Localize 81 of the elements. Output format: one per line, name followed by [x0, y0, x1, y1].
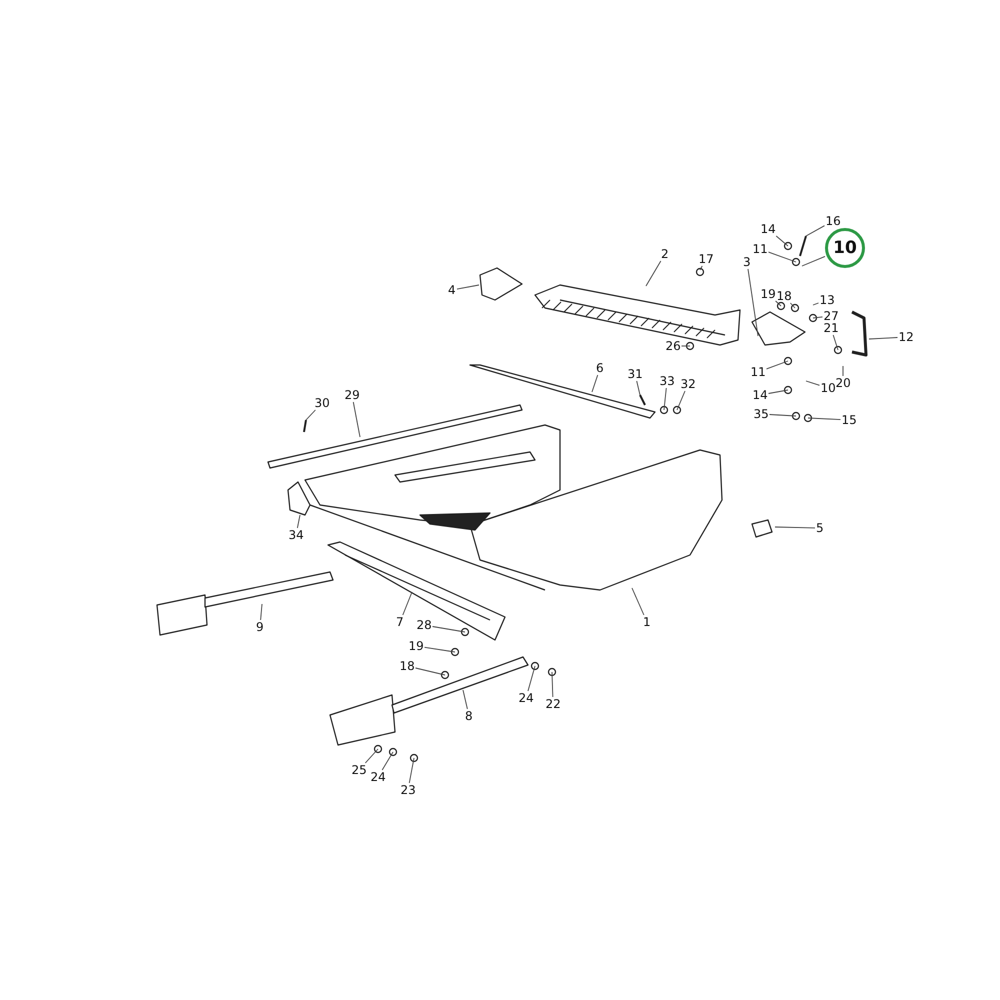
callout-number: 10 — [820, 381, 837, 395]
callout-number: 3 — [742, 255, 752, 269]
callout-number: 30 — [314, 396, 331, 410]
leader-line — [802, 256, 826, 266]
callout-number: 8 — [464, 709, 474, 723]
leader-line — [790, 302, 796, 308]
callout-number: 24 — [370, 770, 387, 784]
leader-line — [364, 748, 378, 764]
callout-number: 11 — [752, 242, 769, 256]
callout-number: 5 — [815, 521, 825, 535]
callout-number: 23 — [400, 783, 417, 797]
leader-line — [776, 236, 788, 246]
callout-number: 22 — [544, 697, 562, 711]
leader-line — [774, 526, 816, 528]
leader-line — [768, 390, 788, 394]
callout-number: 9 — [255, 620, 265, 634]
leader-line — [352, 402, 360, 438]
callout-number: 2 — [660, 247, 670, 261]
callout-number: 11 — [750, 365, 767, 379]
leader-line — [808, 418, 841, 420]
leader-line — [842, 366, 844, 376]
callout-number: 12 — [898, 330, 915, 344]
callout-number: 20 — [834, 376, 852, 390]
callout-number: 27 — [822, 309, 840, 323]
callout-number: 33 — [658, 374, 676, 388]
leader-line — [768, 252, 796, 262]
leader-line — [424, 646, 456, 652]
circled-callout-number: 10 — [825, 228, 865, 268]
callout-number: 14 — [760, 222, 777, 236]
leader-line — [748, 268, 758, 336]
leader-line — [775, 300, 782, 306]
leader-line — [832, 334, 838, 350]
leader-line — [868, 337, 898, 340]
callout-number: 29 — [344, 388, 361, 402]
callout-number: 25 — [350, 763, 368, 777]
leader-line — [636, 380, 640, 396]
callout-number: 31 — [626, 367, 644, 381]
leader-line — [462, 690, 468, 710]
callout-number: 1 — [642, 615, 652, 629]
callout-number: 19 — [408, 639, 425, 653]
leader-line — [306, 410, 316, 420]
leader-line — [456, 284, 480, 290]
callout-number: 18 — [776, 289, 793, 303]
leader-line — [432, 626, 466, 632]
callout-number: 19 — [760, 287, 777, 301]
callout-number: 16 — [824, 214, 842, 228]
leader-line — [592, 374, 598, 392]
callout-number: 15 — [840, 413, 858, 427]
leader-line — [812, 302, 819, 306]
callout-number: 26 — [664, 339, 682, 353]
callout-number: 14 — [752, 388, 769, 402]
leader-line — [296, 514, 300, 528]
callout-number: 34 — [288, 528, 305, 542]
callout-number: 4 — [447, 283, 457, 297]
leader-line — [402, 592, 412, 616]
callout-number: 6 — [595, 361, 605, 375]
callout-number: 21 — [822, 321, 840, 335]
leader-line — [415, 668, 446, 676]
leader-line — [552, 672, 554, 698]
callout-number: 13 — [818, 293, 836, 307]
leader-line — [382, 752, 394, 770]
leader-line — [806, 225, 825, 236]
leader-line — [769, 414, 796, 416]
callout-number: 28 — [416, 618, 433, 632]
leader-line — [632, 588, 644, 616]
leader-line — [812, 316, 823, 318]
callout-number: 17 — [698, 252, 715, 266]
leader-line — [646, 260, 662, 286]
leader-line — [700, 266, 703, 270]
leader-line — [766, 360, 788, 370]
leader-line — [260, 604, 262, 620]
leader-line — [528, 666, 536, 692]
callout-number: 18 — [398, 659, 416, 673]
leader-line — [664, 388, 667, 410]
callout-number: 35 — [752, 407, 770, 421]
callout-number: 32 — [680, 377, 697, 391]
leader-line — [408, 758, 414, 784]
leader-line — [676, 390, 686, 410]
callout-number: 7 — [395, 615, 405, 629]
callout-number: 24 — [518, 691, 535, 705]
leader-line — [806, 380, 820, 386]
